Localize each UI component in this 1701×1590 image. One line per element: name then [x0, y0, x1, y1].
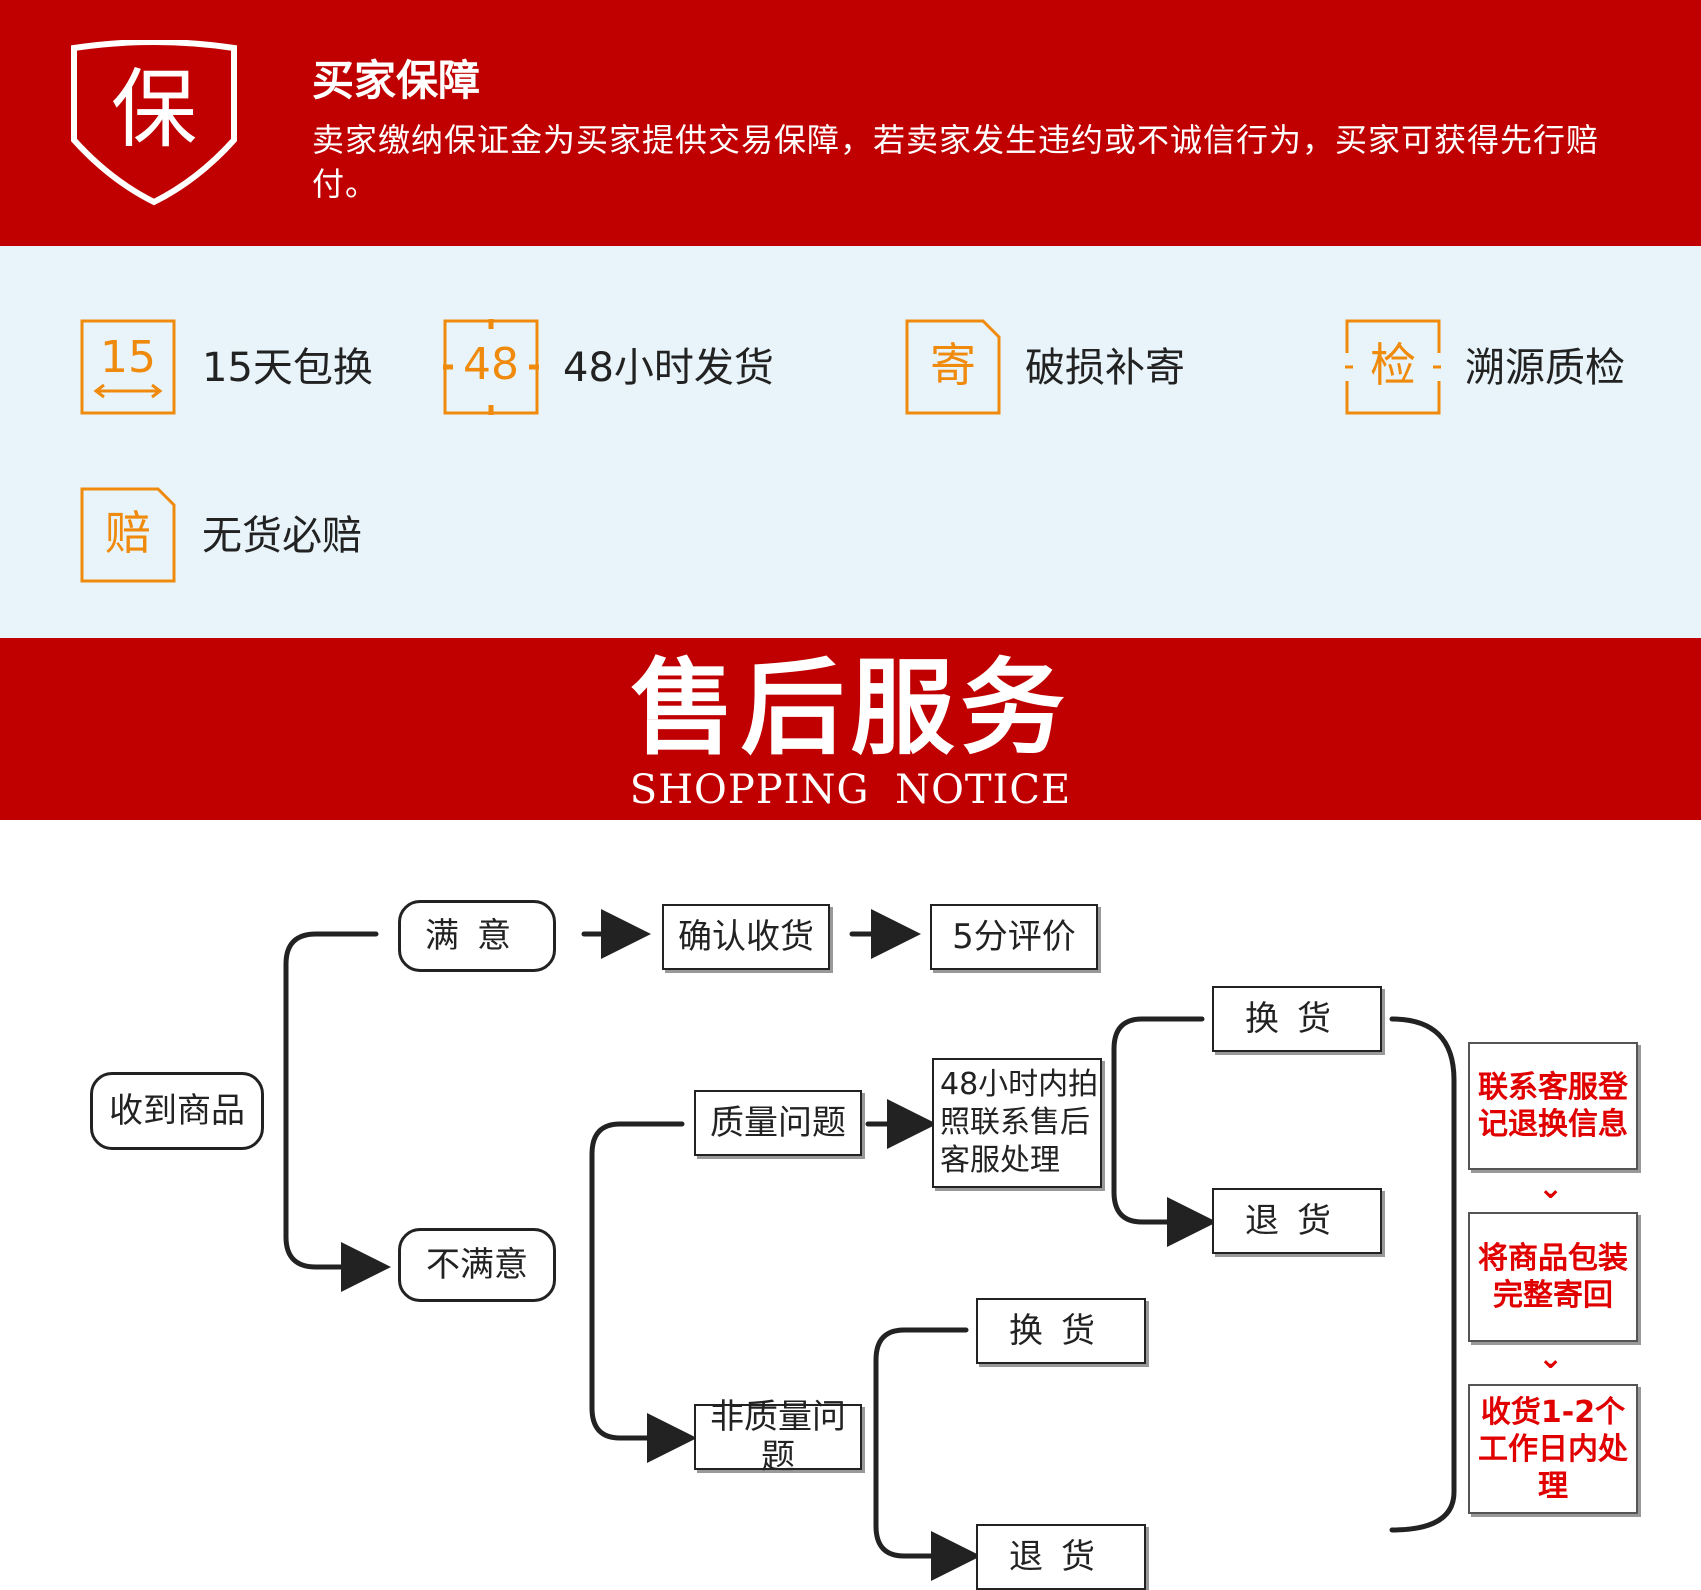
node-return-quality: 退货: [1212, 1188, 1382, 1254]
reship-icon: 寄: [905, 319, 1001, 415]
guarantee-description: 卖家缴纳保证金为买家提供交易保障，若卖家发生违约或不诚信行为，买家可获得先行赔付…: [312, 121, 1600, 203]
fifteen-day-icon: 15: [80, 319, 176, 415]
node-receive-goods: 收到商品: [90, 1072, 264, 1150]
node-register-return-info: 联系客服登记退换信息: [1468, 1042, 1638, 1170]
chevron-down-icon: ⌄: [1538, 1171, 1564, 1206]
shield-badge-char: 保: [111, 60, 197, 160]
feature-icon-text: 赔: [105, 506, 151, 560]
chevron-down-icon: ⌄: [1538, 1341, 1564, 1376]
service-features: 15 15天包换 48 48小时发货 寄 破损补寄: [0, 246, 1701, 638]
feature-icon-text: 寄: [930, 338, 976, 392]
node-non-quality-issue: 非质量问题: [694, 1397, 862, 1477]
node-exchange-non-quality: 换货: [976, 1298, 1146, 1364]
feature-label: 无货必赔: [202, 513, 362, 559]
node-unsatisfied: 不满意: [398, 1228, 556, 1302]
aftersale-banner: 售后服务 SHOPPING NOTICE: [0, 638, 1701, 820]
forty-eight-hour-icon: 48: [443, 319, 539, 415]
node-process-in-1-2-days: 收货1-2个工作日内处理: [1468, 1384, 1638, 1514]
feature-icon-text: 15: [100, 332, 156, 383]
feature-icon-text: 48: [463, 339, 519, 390]
flow-connectors: [283, 909, 1457, 1581]
aftersale-subtitle: SHOPPING NOTICE: [629, 767, 1072, 813]
node-pack-and-send-back: 将商品包装完整寄回: [1468, 1212, 1638, 1342]
node-confirm-receipt: 确认收货: [662, 904, 830, 970]
feature-label: 48小时发货: [563, 345, 774, 391]
guarantee-banner: 保 买家保障 卖家缴纳保证金为买家提供交易保障，若卖家发生违约或不诚信行为，买家…: [0, 0, 1701, 246]
compensate-icon: 赔: [80, 487, 176, 583]
feature-label: 溯源质检: [1465, 345, 1625, 391]
inspect-icon: 检: [1345, 319, 1441, 415]
aftersale-flowchart: 收到商品 满意 确认收货 5分评价 不满意 质量问题 非质量问题 48小时内拍照…: [0, 820, 1701, 1590]
node-return-non-quality: 退货: [976, 1524, 1146, 1590]
feature-label: 破损补寄: [1025, 345, 1185, 391]
node-quality-issue: 质量问题: [694, 1090, 862, 1156]
aftersale-title: 售后服务: [630, 647, 1071, 769]
node-exchange-quality: 换货: [1212, 986, 1382, 1052]
feature-icon-text: 检: [1370, 338, 1416, 392]
guarantee-title: 买家保障: [312, 56, 481, 105]
feature-label: 15天包换: [202, 345, 373, 391]
shield-icon: 保: [68, 40, 240, 208]
node-five-star-rating: 5分评价: [930, 904, 1098, 970]
node-contact-within-48h: 48小时内拍照联系售后客服处理: [932, 1058, 1102, 1188]
node-satisfied: 满意: [398, 900, 556, 972]
